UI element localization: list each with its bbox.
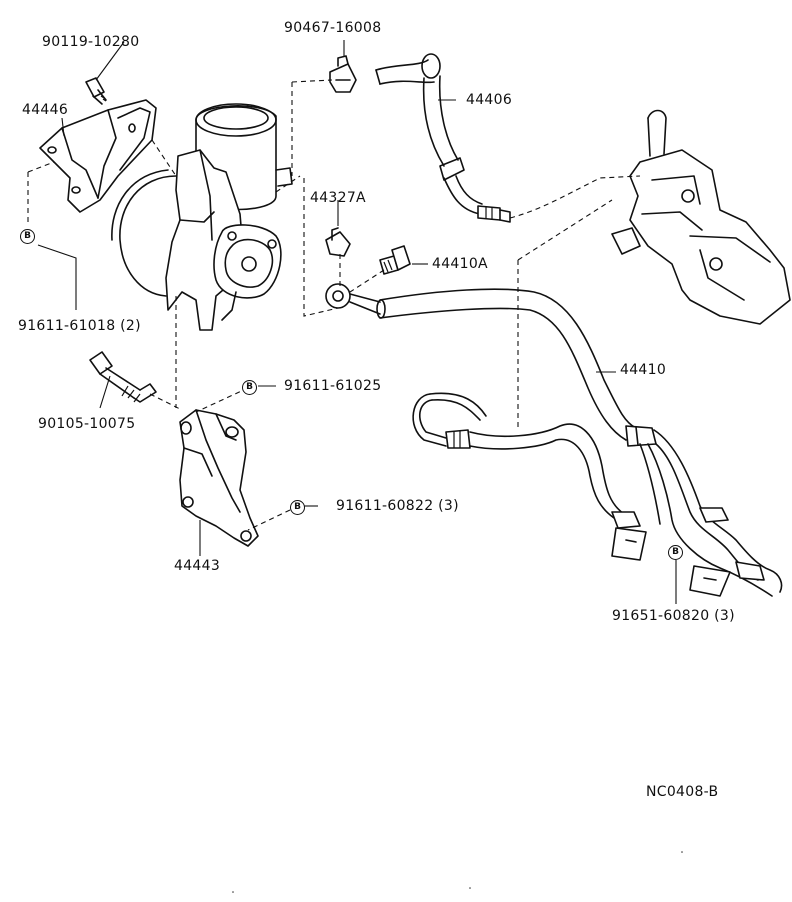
part-label-91611-60822: 91611-60822 (3)	[336, 498, 459, 514]
clip-44327a-icon	[325, 227, 351, 257]
callout-b-marker: B	[290, 500, 305, 515]
callout-b-marker: B	[20, 229, 35, 244]
bracket-44443-icon	[179, 409, 259, 547]
part-label-90467-16008: 90467-16008	[284, 20, 382, 36]
part-label-91651-60820: 91651-60820 (3)	[612, 608, 735, 624]
bolt-90105-icon	[89, 351, 157, 403]
leader-lines	[27, 40, 677, 604]
pressure-hose-44410-icon	[325, 283, 783, 597]
bolt-90119-icon	[85, 77, 107, 105]
part-label-44410a: 44410A	[432, 256, 488, 272]
scan-specks	[232, 851, 683, 893]
diagram-code: NC0408-B	[646, 784, 719, 800]
bracket-44446-icon	[39, 99, 157, 213]
part-label-91611-61018: 91611-61018 (2)	[18, 318, 141, 334]
part-label-44327a: 44327A	[310, 190, 366, 206]
steering-gear-icon	[611, 109, 791, 325]
callout-b-marker: B	[668, 545, 683, 560]
part-label-90105-10075: 90105-10075	[38, 416, 136, 432]
part-label-90119-10280: 90119-10280	[42, 34, 140, 50]
clip-90467-icon	[329, 55, 357, 93]
part-label-44406: 44406	[466, 92, 513, 108]
part-label-44443: 44443	[174, 558, 221, 574]
pump-assembly-icon	[111, 103, 293, 331]
return-hose-44406-icon	[375, 53, 511, 223]
part-label-91611-61025: 91611-61025	[284, 378, 382, 394]
part-label-44410: 44410	[620, 362, 667, 378]
part-label-44446: 44446	[22, 102, 69, 118]
union-bolt-44410a-icon	[379, 245, 411, 275]
callout-b-marker: B	[242, 380, 257, 395]
